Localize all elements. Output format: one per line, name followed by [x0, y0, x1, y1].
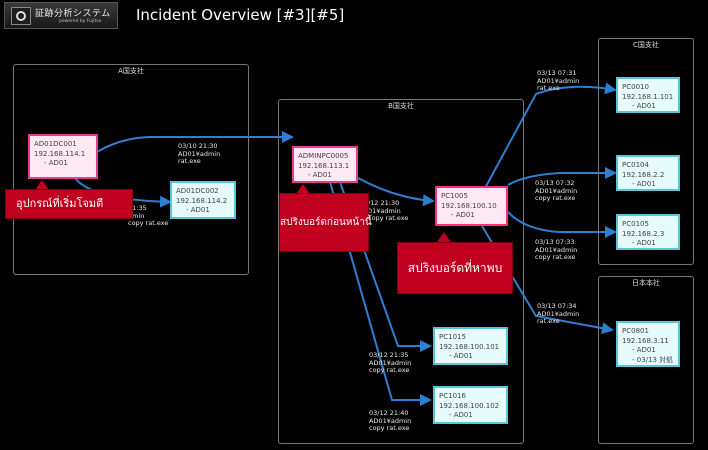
node-user: - AD01 — [449, 411, 473, 419]
edge-ad01dc001-adminpc0005 — [96, 131, 294, 153]
node-pc0104[interactable]: PC0104 192.168.2.2 - AD01 — [616, 155, 680, 191]
node-user: - AD01 — [632, 239, 656, 247]
node-name: PC0010 — [622, 83, 649, 91]
node-name: PC0801 — [622, 327, 649, 335]
zone-b: B国支社 — [278, 99, 524, 444]
node-ad01dc001[interactable]: AD01DC001 192.168.114.1 - AD01 — [28, 134, 98, 179]
edge-pc1005-pc0010 — [483, 82, 617, 191]
node-pc0010[interactable]: PC0010 192.168.1.101 - AD01 — [616, 77, 680, 113]
node-ip: 192.168.2.3 — [622, 229, 665, 238]
node-pc1015[interactable]: PC1015 192.168.100.101 - AD01 — [433, 327, 508, 365]
node-name: PC0104 — [622, 161, 649, 169]
node-name: PC0105 — [622, 220, 649, 228]
zone-a-label: A国支社 — [118, 67, 144, 75]
zone-c-label: C国支社 — [633, 41, 659, 49]
logo-name: 証跡分析システム — [35, 9, 111, 19]
node-name: PC1005 — [441, 192, 468, 200]
edge-adminpc0005-pc1005 — [357, 177, 435, 207]
node-user: - AD01 — [632, 346, 656, 354]
callout-previous: สปริงบอร์ดก่อนหน้านี้ — [279, 193, 372, 252]
edge-adminpc0005-pc1016 — [329, 181, 432, 406]
callout-origin-pointer — [35, 180, 49, 190]
node-ip: 192.168.100.10 — [441, 201, 497, 210]
node-name: PC1016 — [439, 392, 466, 400]
node-ip: 192.168.100.101 — [439, 342, 500, 351]
node-status: - 03/13 対処 — [632, 355, 674, 364]
logo-icon — [11, 7, 31, 25]
node-name: AD01DC001 — [34, 140, 77, 148]
node-adminpc0005[interactable]: ADMINPC0005 192.168.113.1 - AD01 — [292, 146, 358, 183]
node-user: - AD01 — [186, 206, 210, 214]
node-user: - AD01 — [308, 171, 332, 179]
node-pc0105[interactable]: PC0105 192.168.2.3 - AD01 — [616, 214, 680, 250]
node-ip: 192.168.114.2 — [176, 196, 228, 205]
node-ip: 192.168.1.101 — [622, 92, 674, 101]
zone-japan-label: 日本本社 — [632, 279, 660, 287]
node-ip: 192.168.2.2 — [622, 170, 665, 179]
node-ad01dc002[interactable]: AD01DC002 192.168.114.2 - AD01 — [170, 181, 236, 219]
zone-a: A国支社 — [13, 64, 249, 275]
node-pc0801[interactable]: PC0801 192.168.3.11 - AD01 - 03/13 対処 — [616, 321, 680, 367]
node-ip: 192.168.114.1 — [34, 149, 86, 158]
edge-pc1005-pc0104 — [507, 167, 617, 186]
zone-japan: 日本本社 — [598, 276, 694, 444]
app-logo: 証跡分析システム powered by Fujitsu — [4, 2, 118, 29]
node-user: - AD01 — [44, 159, 68, 167]
callout-previous-pointer — [296, 184, 310, 194]
node-user: - AD01 — [632, 180, 656, 188]
callout-found-pointer — [437, 232, 451, 242]
zone-b-label: B国支社 — [388, 102, 414, 110]
node-user: - AD01 — [449, 352, 473, 360]
callout-origin: อุปกรณ์ที่เริ่มโจมตี — [5, 189, 133, 219]
edge-pc1005-pc0105 — [507, 211, 617, 238]
node-ip: 192.168.3.11 — [622, 336, 669, 345]
node-user: - AD01 — [632, 102, 656, 110]
node-name: AD01DC002 — [176, 187, 219, 195]
zone-c: C国支社 — [598, 38, 694, 265]
callout-found: สปริงบอร์ดที่หาพบ — [397, 242, 513, 294]
node-ip: 192.168.113.1 — [298, 161, 350, 170]
page-title: Incident Overview [#3][#5] — [136, 6, 345, 24]
node-ip: 192.168.100.102 — [439, 401, 500, 410]
node-name: PC1015 — [439, 333, 466, 341]
node-pc1016[interactable]: PC1016 192.168.100.102 - AD01 — [433, 386, 508, 424]
node-name: ADMINPC0005 — [298, 152, 349, 160]
node-user: - AD01 — [451, 211, 475, 219]
logo-subtitle: powered by Fujitsu — [59, 19, 102, 24]
node-pc1005[interactable]: PC1005 192.168.100.10 - AD01 — [435, 186, 508, 226]
